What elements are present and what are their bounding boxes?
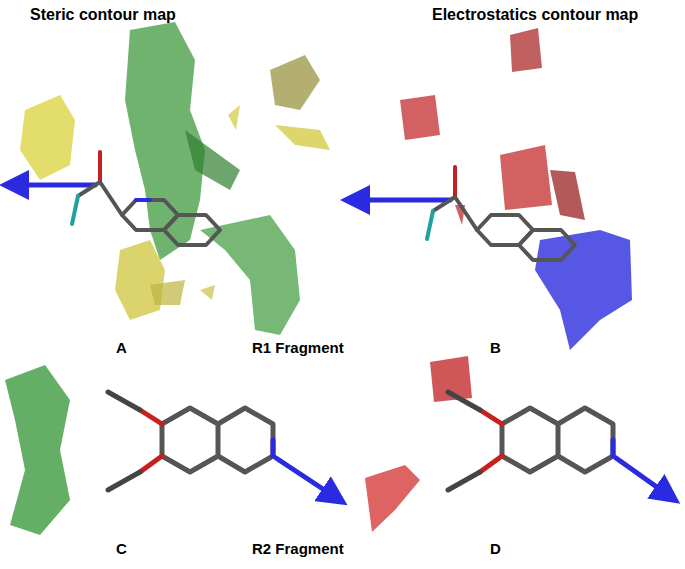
r2-molecule <box>108 392 335 497</box>
panel-letter: A <box>116 340 127 357</box>
panel-letter: B <box>490 340 501 357</box>
r1-molecule <box>14 152 220 245</box>
panel-letter: C <box>116 541 127 558</box>
fragment-label: R1 Fragment <box>252 340 344 357</box>
fragment-label: R2 Fragment <box>252 541 344 558</box>
steric-contour <box>5 365 70 535</box>
r1-molecule <box>355 167 575 260</box>
panel-heading: Electrostatics contour map <box>432 6 638 24</box>
panel-heading: Steric contour map <box>30 6 176 24</box>
electrostatic-contours <box>365 356 472 532</box>
electrostatic-contours <box>400 28 632 350</box>
r2-molecule <box>448 392 668 495</box>
steric-contours <box>20 22 330 335</box>
panel-letter: D <box>490 541 501 558</box>
